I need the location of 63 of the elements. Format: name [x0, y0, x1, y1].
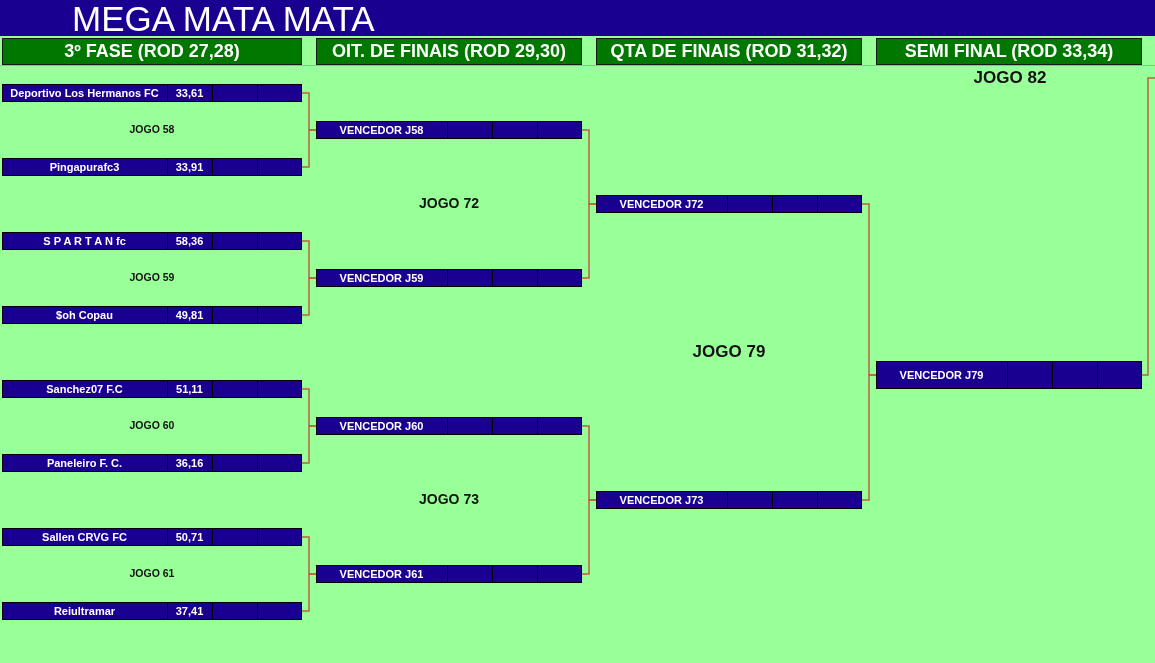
team-bar: [2, 158, 302, 176]
team-score: 50,71: [175, 530, 204, 544]
team-name: $oh Copau: [56, 308, 113, 322]
bracket-line: [581, 499, 597, 575]
bracket-line: [861, 374, 877, 501]
match-label: JOGO 79: [692, 342, 766, 362]
team-name: Sallen CRVG FC: [42, 530, 127, 544]
team-bar: [2, 528, 302, 546]
match-label: JOGO 59: [129, 272, 175, 284]
match-label: JOGO 61: [129, 568, 175, 580]
round-header: [316, 38, 582, 65]
team-name: Reiultramar: [53, 604, 116, 618]
slot-label: VENCEDOR J73: [619, 493, 704, 507]
winner-slot-bar: [316, 269, 582, 287]
slot-label: VENCEDOR J60: [339, 419, 424, 433]
bracket-line: [1141, 77, 1155, 376]
slot-label: VENCEDOR J79: [899, 368, 984, 382]
round-title: QTA DE FINAIS (ROD 31,32): [610, 41, 848, 62]
team-name: Pingapurafc3: [49, 160, 120, 174]
team-score: 51,11: [176, 382, 203, 396]
team-score: 33,91: [175, 160, 204, 174]
team-name: S P A R T A N fc: [43, 234, 126, 248]
team-bar: [2, 380, 302, 398]
slot-label: VENCEDOR J61: [339, 567, 424, 581]
winner-slot-bar: [596, 195, 862, 213]
slot-label: VENCEDOR J59: [339, 271, 424, 285]
round-title: OIT. DE FINAIS (ROD 29,30): [331, 41, 566, 62]
bracket-line: [301, 425, 317, 464]
team-score: 36,16: [175, 456, 204, 470]
team-name: Sanchez07 F.C: [46, 382, 123, 396]
team-score: 49,81: [175, 308, 204, 322]
team-bar: [2, 232, 302, 250]
winner-slot-bar: [316, 565, 582, 583]
team-bar: [2, 306, 302, 324]
team-name: Paneleiro F. C.: [46, 456, 123, 470]
match-label: JOGO 82: [973, 68, 1047, 88]
winner-slot-bar: [876, 361, 1142, 389]
match-label: JOGO 73: [419, 492, 479, 508]
round-title: 3º FASE (ROD 27,28): [64, 41, 240, 62]
team-bar: [2, 454, 302, 472]
round-title: SEMI FINAL (ROD 33,34): [904, 41, 1114, 62]
team-score: 58,36: [175, 234, 204, 248]
bracket-line: [301, 573, 317, 612]
team-bar: [2, 84, 302, 102]
match-label: JOGO 72: [419, 196, 479, 212]
team-bar: [2, 602, 302, 620]
slot-label: VENCEDOR J58: [339, 123, 424, 137]
bracket-line: [301, 277, 317, 316]
round-header: [876, 38, 1142, 65]
bracket-line: [301, 129, 317, 168]
team-score: 37,41: [175, 604, 204, 618]
match-label: JOGO 58: [129, 124, 175, 136]
page-title: MEGA MATA MATA: [72, 0, 375, 36]
round-header: [2, 38, 302, 65]
bracket-line: [581, 203, 597, 279]
winner-slot-bar: [316, 417, 582, 435]
slot-label: VENCEDOR J72: [619, 197, 704, 211]
team-name: Deportivo Los Hermanos FC: [10, 86, 159, 100]
team-score: 33,61: [175, 86, 204, 100]
round-header: [596, 38, 862, 65]
match-label: JOGO 60: [129, 420, 175, 432]
winner-slot-bar: [596, 491, 862, 509]
winner-slot-bar: [316, 121, 582, 139]
